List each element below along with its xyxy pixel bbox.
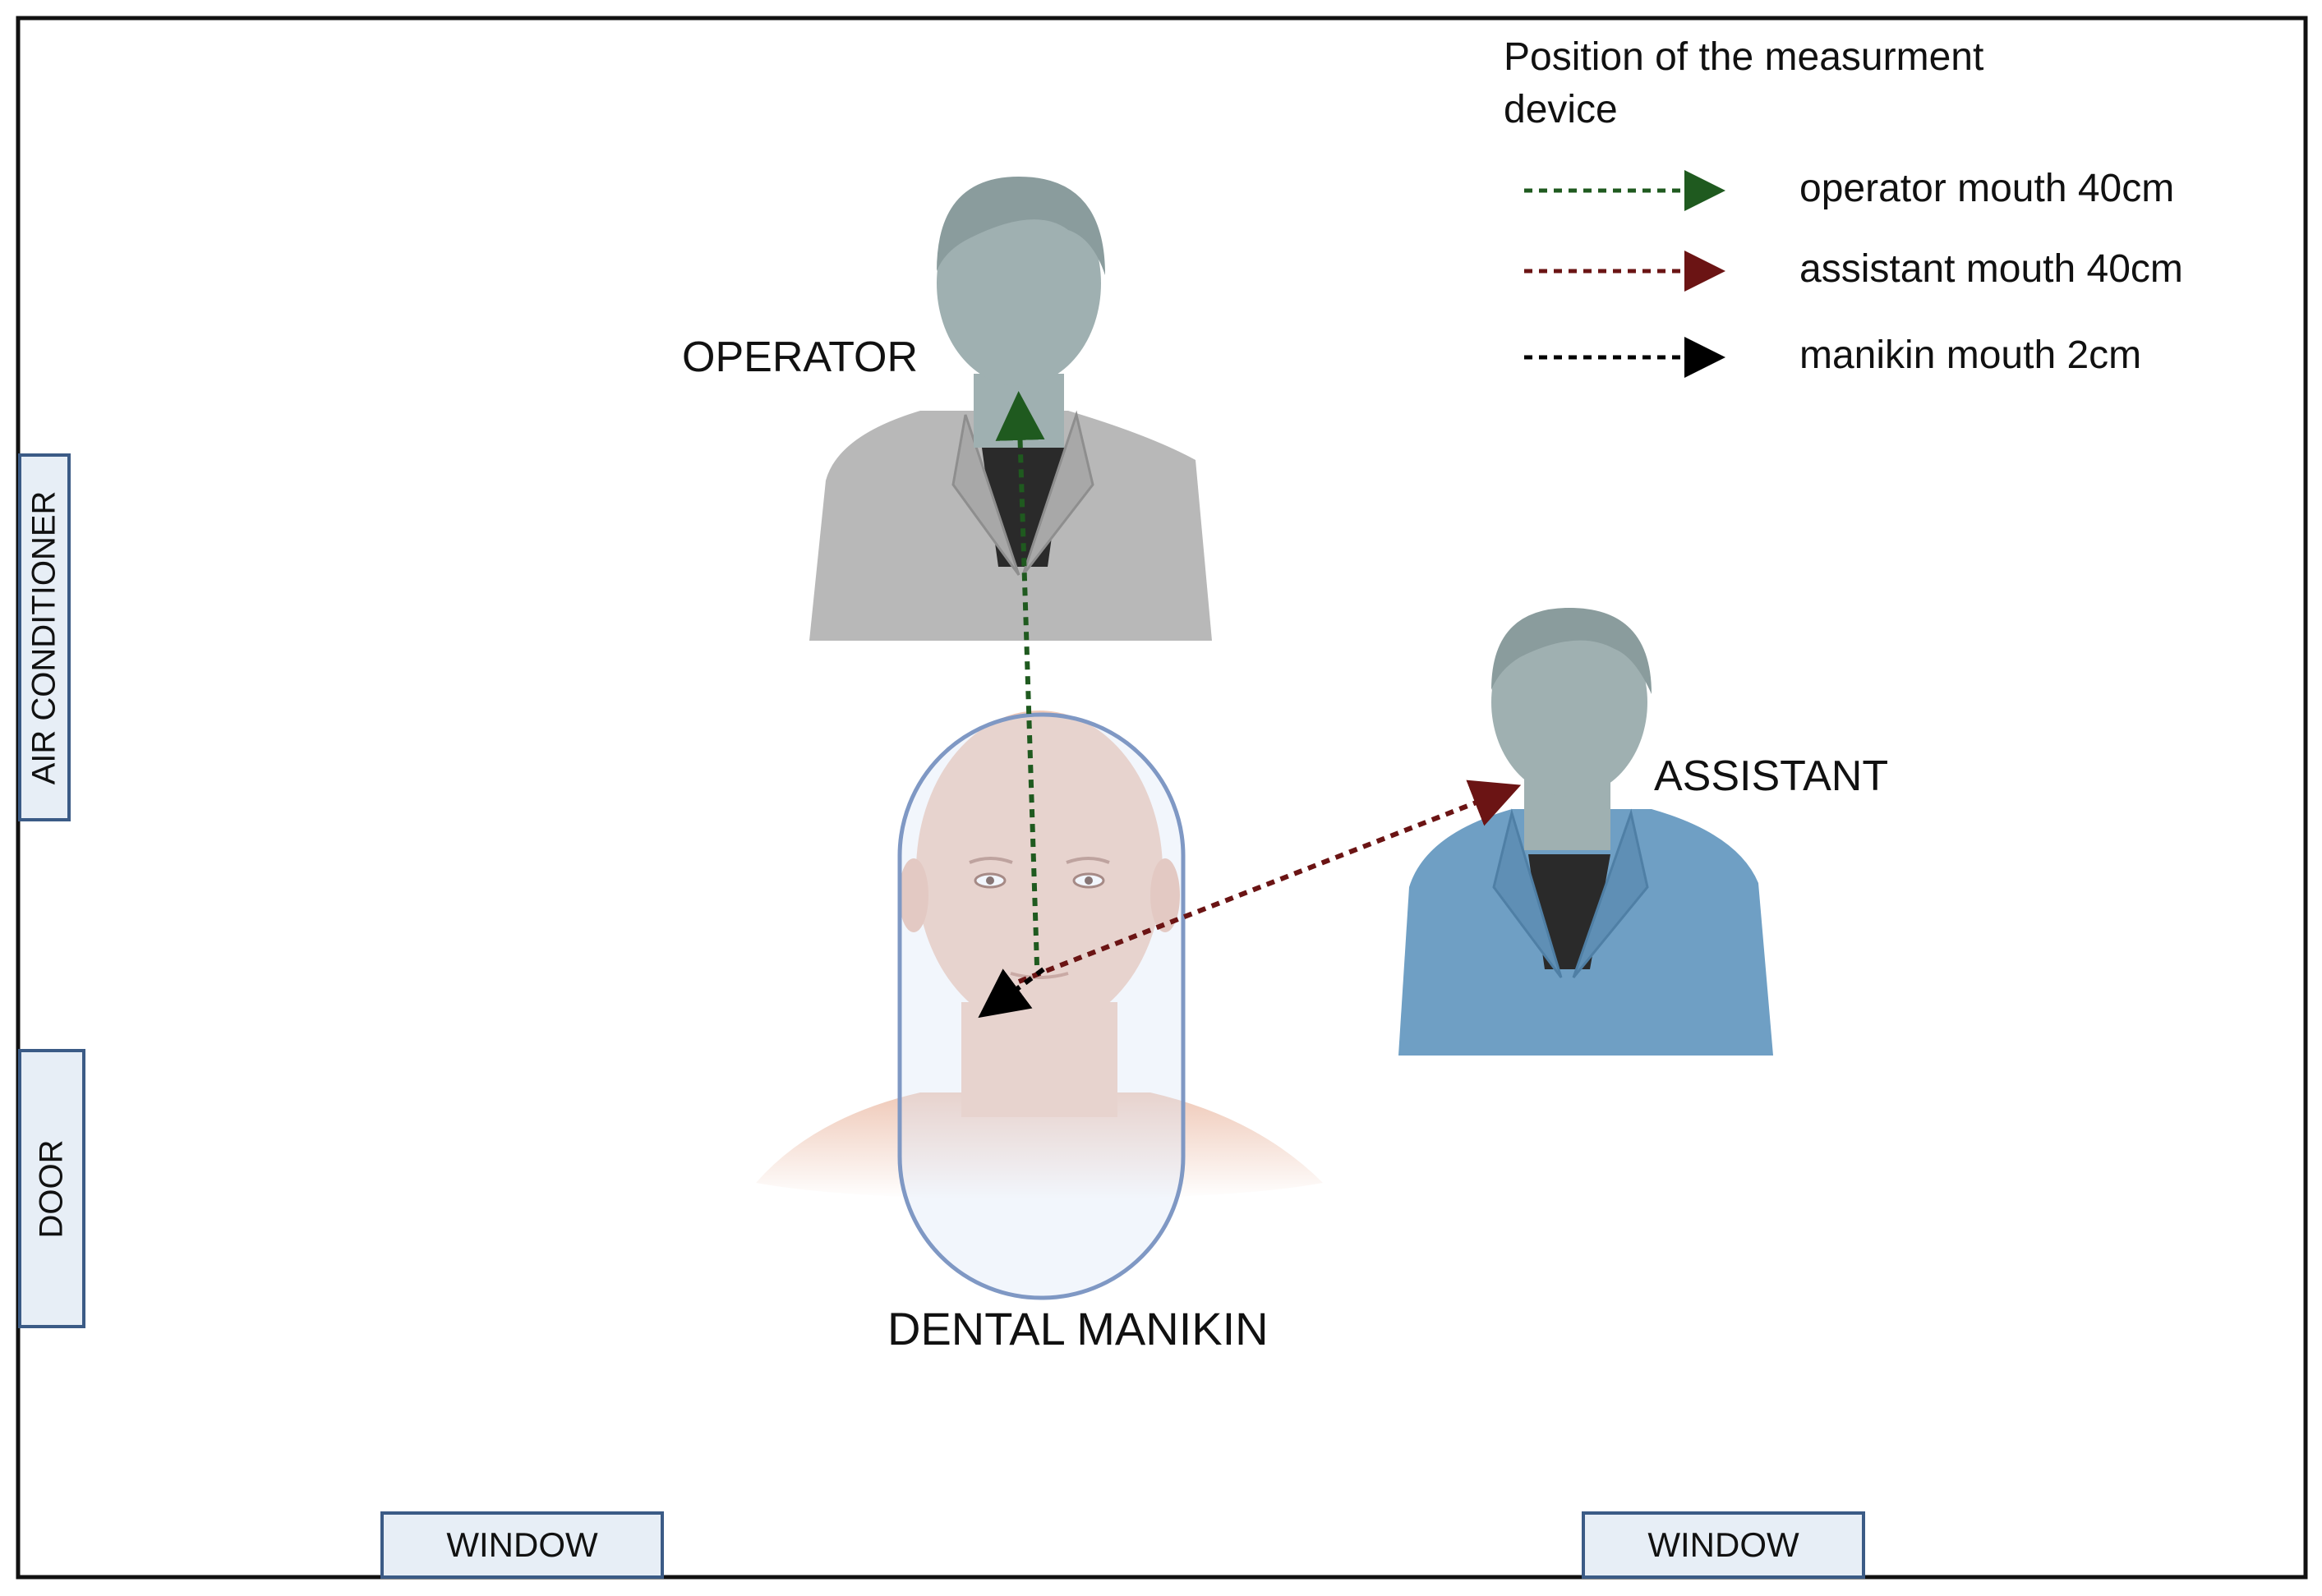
manikin-label: DENTAL MANIKIN xyxy=(887,1303,1269,1355)
legend-title: Position of the measurment device xyxy=(1504,35,1984,131)
legend-item-operator: operator mouth 40cm xyxy=(1799,167,2175,210)
legend-item-manikin: manikin mouth 2cm xyxy=(1799,333,2142,377)
window-right-box: WINDOW xyxy=(1582,1511,1865,1579)
operator-measurement-arrow xyxy=(995,391,1045,966)
door-box: DOOR xyxy=(18,1049,85,1328)
window-right-label: WINDOW xyxy=(1647,1525,1799,1564)
window-left-label: WINDOW xyxy=(446,1525,598,1564)
door-label: DOOR xyxy=(33,1139,70,1238)
assistant-figure xyxy=(1398,608,1773,1056)
legend-item-assistant: assistant mouth 40cm xyxy=(1799,247,2183,291)
window-left-box: WINDOW xyxy=(380,1511,664,1579)
air-conditioner-box: AIR CONDITIONER xyxy=(18,453,71,821)
manikin-figure xyxy=(756,711,1323,1300)
operator-figure xyxy=(809,177,1212,641)
assistant-label: ASSISTANT xyxy=(1654,752,1889,800)
manikin-measurement-arrow xyxy=(978,967,1045,1019)
air-conditioner-label: AIR CONDITIONER xyxy=(25,490,62,784)
operator-label: OPERATOR xyxy=(682,333,919,381)
